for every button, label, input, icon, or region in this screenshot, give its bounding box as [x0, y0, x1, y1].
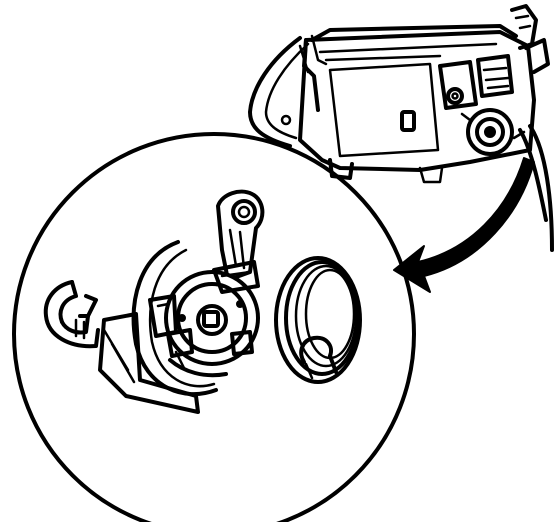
retaining-clip [43, 280, 100, 349]
door-handle-assembly [248, 4, 554, 252]
callout-arrow [393, 157, 535, 293]
detail-magnifier-circle [12, 132, 416, 522]
return-spring [274, 256, 362, 384]
lever-and-bellcrank [98, 189, 265, 414]
